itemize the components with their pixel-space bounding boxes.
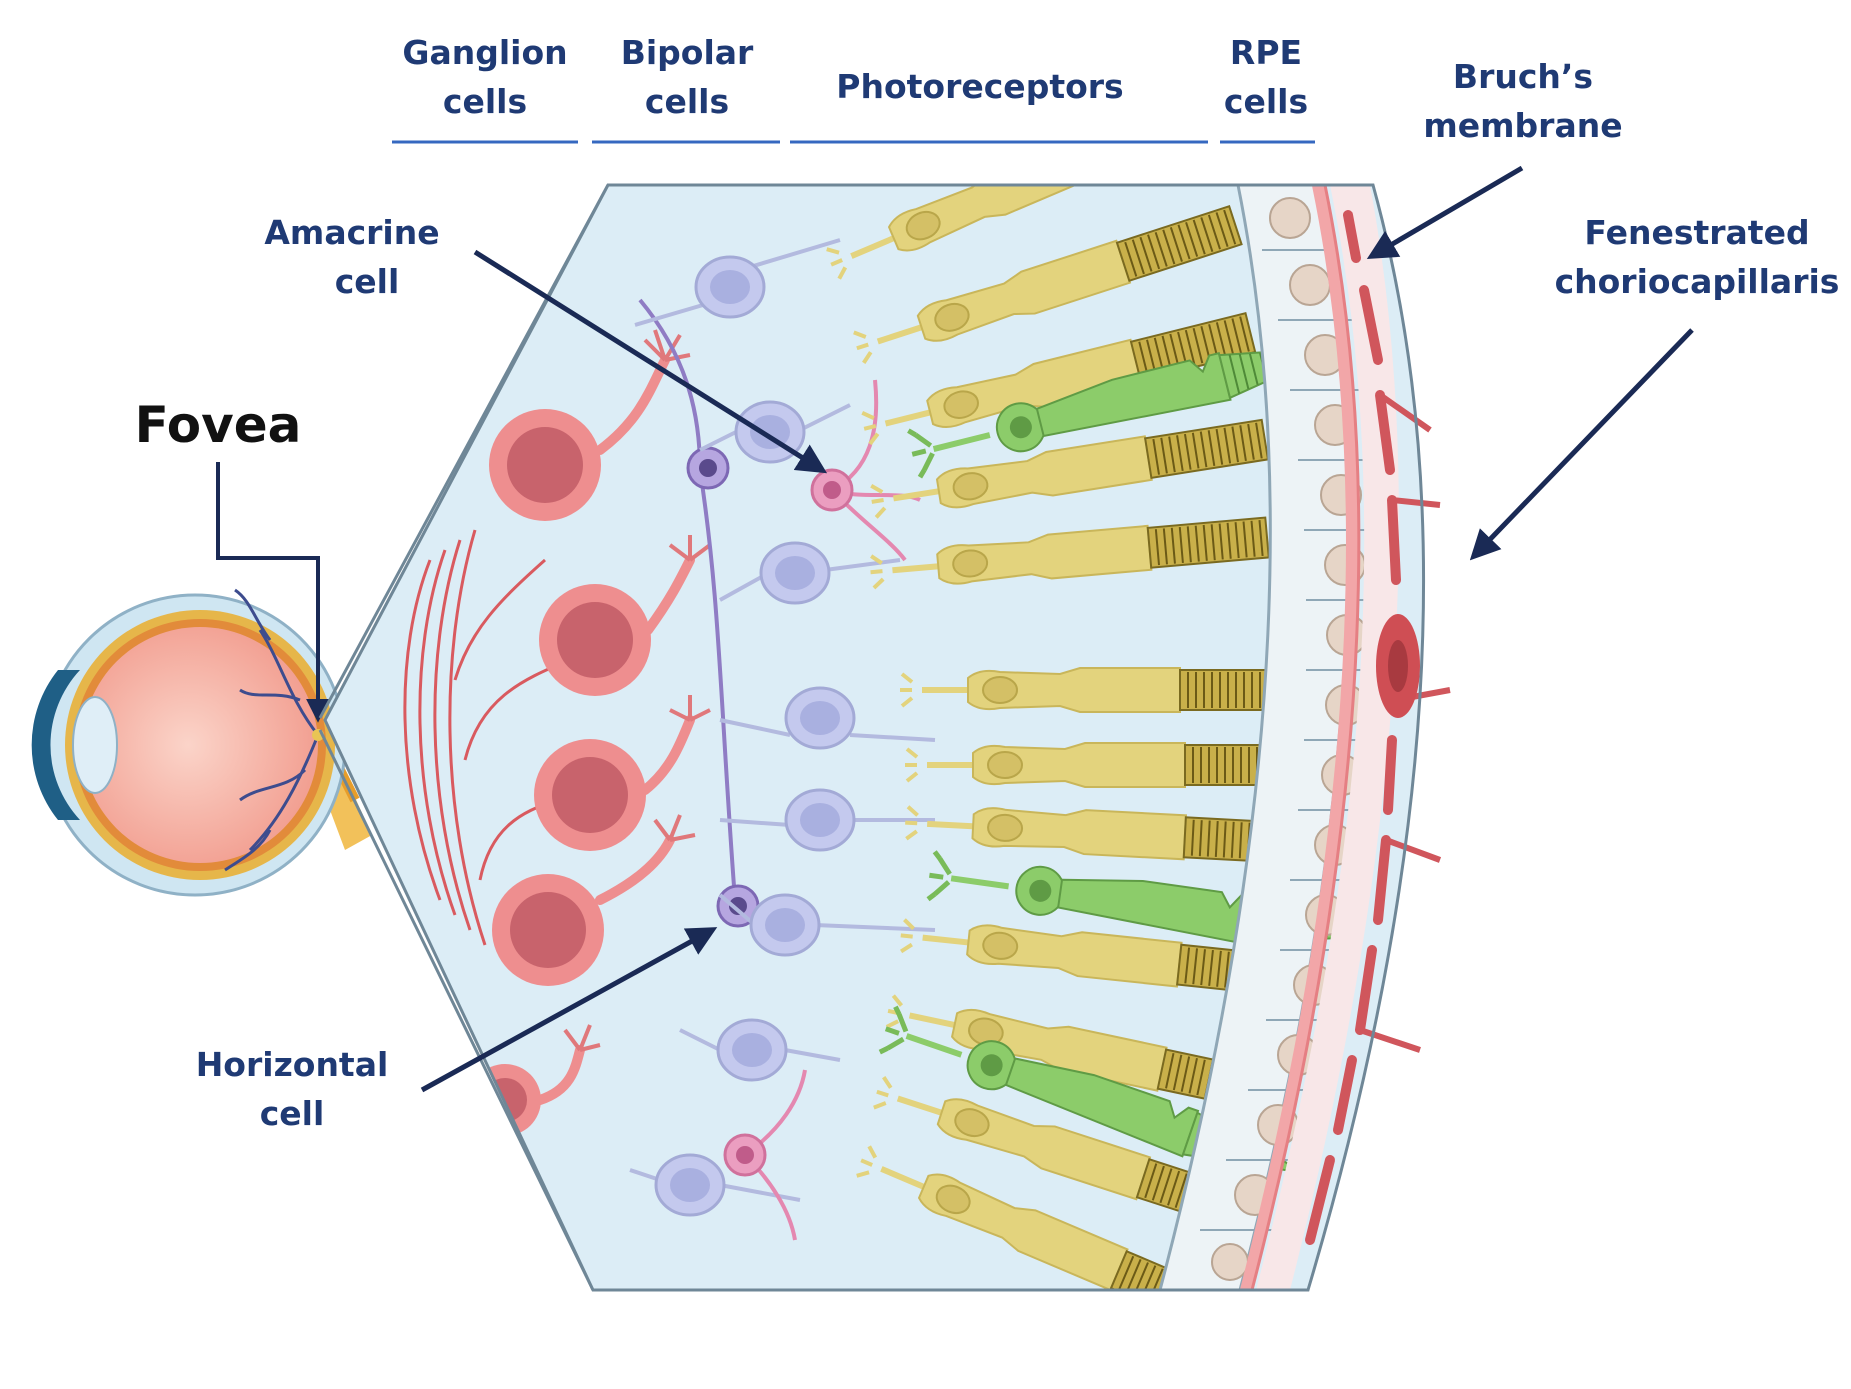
bruchs-label: Bruch’s — [1453, 57, 1593, 96]
retina-panel-border — [323, 183, 1426, 1292]
rpe-label: RPE — [1230, 33, 1302, 72]
bipolar-label: Bipolar — [621, 33, 754, 72]
horizontal-label-line2: cell — [260, 1094, 325, 1133]
bruchs-membrane — [1240, 183, 1358, 1292]
amacrine-arrow — [473, 249, 828, 474]
photoreceptors-label: Photoreceptors — [836, 67, 1123, 106]
fenestrated-label-line2: choriocapillaris — [1555, 262, 1840, 301]
choriocapillaris — [1256, 185, 1451, 1290]
bruchs-membrane-edge — [1250, 184, 1361, 1291]
fovea-pointer — [216, 462, 330, 723]
eyeball-icon — [31, 588, 372, 897]
nerve-fiber-layer — [403, 529, 571, 946]
bipolar-cells — [629, 238, 936, 1217]
amacrine-label-line2: cell — [335, 262, 400, 301]
fenestrated-arrow — [1469, 328, 1694, 561]
ganglion-label-line2: cells — [443, 82, 527, 121]
horizontal-cells — [638, 298, 760, 928]
rpe-label-line2: cells — [1224, 82, 1308, 121]
fovea-label: Fovea — [135, 396, 302, 454]
amacrine-label: Amacrine — [264, 213, 439, 252]
bruchs-label-line2: membrane — [1423, 106, 1622, 145]
ganglion-label: Ganglion — [402, 33, 567, 72]
bruchs-arrow — [1366, 165, 1524, 260]
horizontal-label: Horizontal — [196, 1045, 389, 1084]
bipolar-label-line2: cells — [645, 82, 729, 121]
horizontal-arrow — [420, 927, 718, 1093]
layer-headings: Ganglion cells Bipolar cells Photorecept… — [135, 33, 1840, 1133]
retina-layer-diagram — [323, 183, 1451, 1292]
label-arrows — [420, 165, 1694, 1093]
fenestrated-label: Fenestrated — [1584, 213, 1809, 252]
